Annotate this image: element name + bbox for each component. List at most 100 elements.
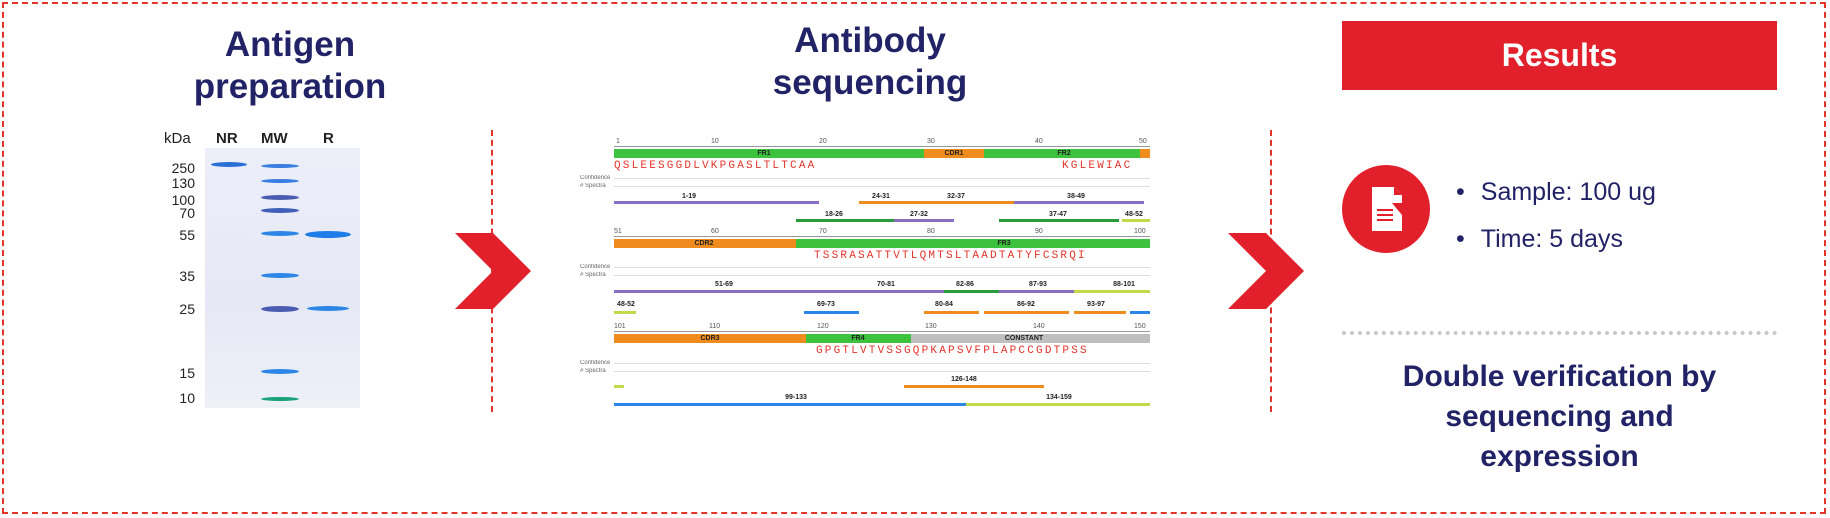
document-icon [1342,165,1430,253]
chevron-right-icon [455,233,531,309]
bullet-list: •Sample: 100 ug •Time: 5 days [1456,178,1656,254]
antigen-title: Antigen preparation [160,24,420,108]
peptide-label: 134-159 [1046,394,1072,401]
peptide-bar [1130,311,1150,314]
region-bar [614,334,806,343]
antibody-title-line2: sequencing [772,63,968,102]
marker-35: 35 [179,268,195,284]
ruler-tick: 150 [1134,323,1146,330]
peptide-bar [614,385,624,388]
ruler-tick: 40 [1035,138,1043,145]
region-bar [614,239,796,248]
region-bar [984,149,1140,158]
confidence-row [614,267,1150,268]
region-label: FR2 [1057,150,1071,157]
region-bar [1140,149,1150,158]
ruler-tick: 80 [927,228,935,235]
marker-55: 55 [179,227,195,243]
peptide-bar [966,403,1150,406]
marker-10: 10 [179,390,195,406]
mw-band-250 [261,164,299,168]
ruler-tick: 130 [925,323,937,330]
peptide-label: 69-73 [817,301,835,308]
ruler-tick: 101 [614,323,626,330]
results-banner: Results [1342,21,1777,90]
spectra-label: # Spectra [580,368,606,374]
peptide-bar [999,219,1119,222]
peptide-label: 99-133 [785,394,807,401]
marker-250: 250 [171,160,195,176]
marker-100: 100 [171,192,195,208]
peptide-label: 51-69 [715,281,733,288]
ruler-tick: 120 [817,323,829,330]
peptide-label: 37-47 [1049,211,1067,218]
peptide-bar [944,290,999,293]
peptide-bar [999,290,1074,293]
ruler [614,331,1150,332]
ruler-tick: 140 [1033,323,1045,330]
region-label: CONSTANT [1004,335,1044,342]
peptide-label: 48-52 [617,301,635,308]
region-bar [806,334,911,343]
peptide-bar [614,311,636,314]
marker-130: 130 [171,175,195,191]
mw-band-25 [261,306,299,312]
sequence-text: QSLEESGGDLVKPGASLTLTCAA [614,160,817,172]
ruler-tick: 1 [616,138,620,145]
bullet-item: •Time: 5 days [1456,225,1656,254]
peptide-bar [614,290,814,293]
antigen-title-line1: Antigen [224,25,356,64]
peptide-bar [859,201,944,204]
sequence-text: GPGTLVTVSSGQPKAPSVFPLAPCCGDTPSS [816,345,1089,357]
region-bar [911,334,1150,343]
region-bar [614,149,924,158]
marker-25: 25 [179,301,195,317]
verification-text: Double verification by sequencing and ex… [1342,357,1777,477]
mw-band-100 [261,195,299,200]
peptide-label: 27-32 [910,211,928,218]
peptide-label: 70-81 [877,281,895,288]
chevron-right-icon [1228,233,1304,309]
peptide-label: 24-31 [872,193,890,200]
peptide-label: 126-148 [951,376,977,383]
divider-left [491,130,493,412]
ruler-tick: 70 [819,228,827,235]
peptide-bar [944,201,1014,204]
mw-band-15 [261,369,299,374]
peptide-label: 80-84 [935,301,953,308]
ruler-tick: 110 [709,323,721,330]
kda-unit: kDa [164,130,191,147]
confidence-row [614,178,1150,179]
confidence-label: Confidence [580,175,611,181]
r-band-heavy [305,231,351,238]
peptide-label: 18-26 [825,211,843,218]
ruler-tick: 60 [711,228,719,235]
spectra-row [614,186,1150,187]
peptide-bar [984,311,1069,314]
nr-band [211,162,247,167]
lane-r: R [323,130,334,147]
sequence-coverage-map: 1 10 20 30 40 50 FR1 CDR1 FR2 QSLEESGGDL… [580,138,1150,410]
spectra-label: # Spectra [580,272,606,278]
peptide-label: 88-101 [1113,281,1135,288]
bullet-dot: • [1456,178,1465,206]
peptide-label: 48-52 [1125,211,1143,218]
confidence-label: Confidence [580,360,611,366]
peptide-bar [796,219,894,222]
peptide-label: 93-97 [1087,301,1105,308]
peptide-label: 32-37 [947,193,965,200]
region-label: FR4 [851,335,865,342]
peptide-label: 87-93 [1029,281,1047,288]
dotted-separator [1342,331,1777,335]
sds-gel [205,148,360,408]
spectra-row [614,371,1150,372]
region-label: CDR3 [700,335,720,342]
spectra-row [614,275,1150,276]
peptide-label: 86-92 [1017,301,1035,308]
peptide-label: 38-49 [1067,193,1085,200]
bullet-item: •Sample: 100 ug [1456,178,1656,207]
ruler-tick: 30 [927,138,935,145]
mw-band-10 [261,397,299,401]
marker-70: 70 [179,205,195,221]
